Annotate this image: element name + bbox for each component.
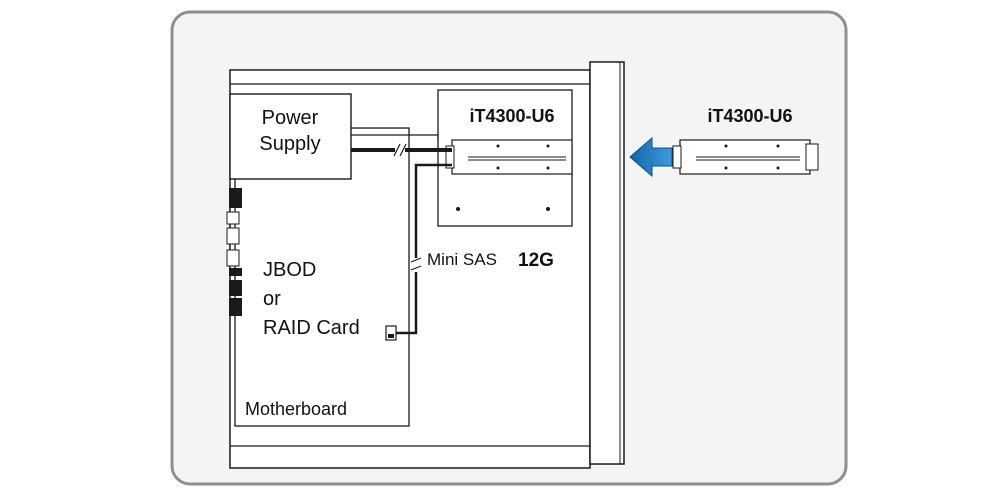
mini-sas-cable — [385, 163, 452, 341]
card-label-line3: RAID Card — [263, 317, 360, 339]
bay-model-label: iT4300-U6 — [469, 106, 554, 126]
power-supply-label-line2: Supply — [259, 133, 320, 155]
cage-screw — [456, 207, 460, 211]
incoming-model-label: iT4300-U6 — [707, 106, 792, 126]
power-supply-label-line1: Power — [262, 107, 319, 129]
motherboard-label: Motherboard — [245, 399, 347, 419]
installed-enclosure — [445, 139, 573, 175]
sas-connector — [385, 325, 397, 341]
cable-speed-label: 12G — [518, 250, 554, 271]
rear-io-ports — [226, 188, 242, 316]
power-cable — [351, 134, 452, 157]
cage-screw — [546, 207, 550, 211]
cable-type-label: Mini SAS — [427, 250, 497, 269]
power-supply-box — [229, 93, 352, 180]
incoming-enclosure — [672, 139, 819, 175]
card-label-line2: or — [263, 288, 281, 310]
front-bezel — [589, 61, 625, 465]
insert-arrow-icon — [629, 136, 673, 178]
card-label-line1: JBOD — [263, 259, 316, 281]
